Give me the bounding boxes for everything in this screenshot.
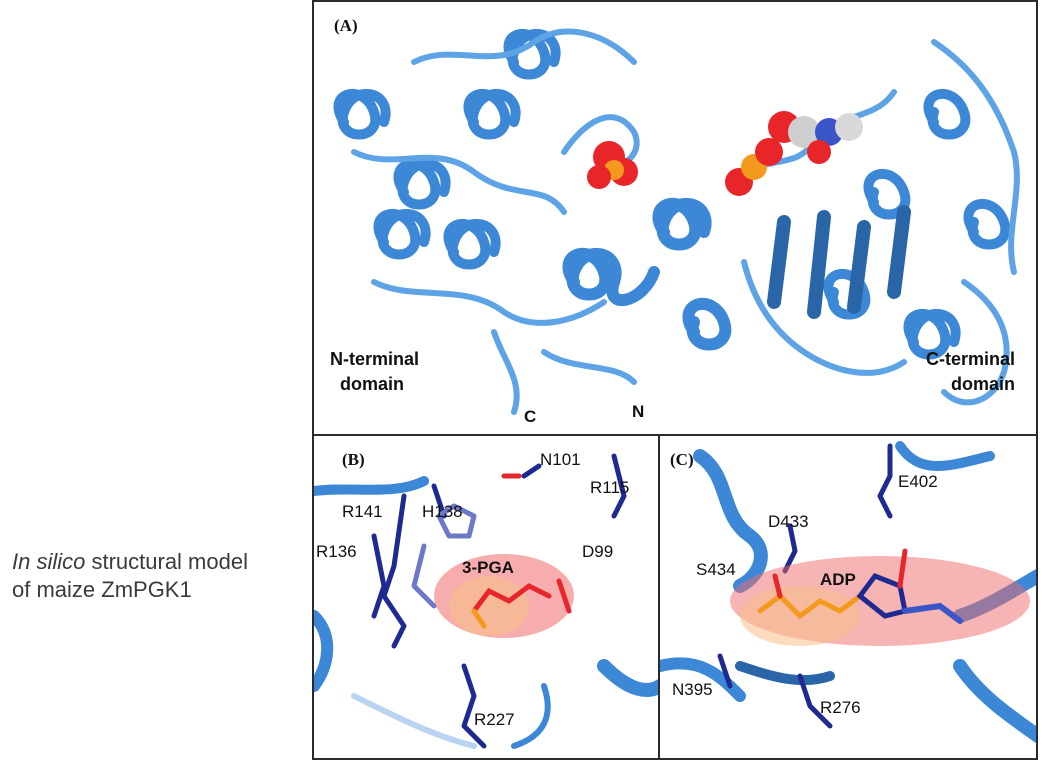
caption-text-1: structural model [85, 549, 248, 574]
residue-d433: D433 [768, 512, 809, 531]
ligand-adp-label: ADP [820, 570, 856, 589]
adp-ligand-spheres [725, 111, 863, 196]
panel-c: (C) E402 D433 S434 ADP N395 R276 [658, 434, 1038, 760]
figure-caption: In silico structural model of maize ZmPG… [12, 548, 248, 604]
residue-h138: H138 [422, 502, 463, 521]
pga-ligand-spheres [587, 141, 638, 189]
residue-e402: E402 [898, 472, 938, 491]
n-terminal-line1: N-terminal [330, 349, 420, 369]
c-terminal-line2: domain [951, 374, 1016, 394]
ligand-3pga-label: 3-PGA [462, 558, 514, 577]
n-terminal-domain-label: N-terminal domain [330, 347, 419, 397]
residue-n395: N395 [672, 680, 713, 699]
n-terminal-line2: domain [340, 374, 405, 394]
panel-b: (B) N101 R115 R141 H138 R136 D99 3-PGA R… [312, 434, 660, 760]
residue-s434: S434 [696, 560, 736, 579]
residue-r136: R136 [316, 542, 357, 561]
panel-c-label: (C) [670, 450, 694, 469]
residue-r115: R115 [590, 478, 630, 497]
caption-italic: In silico [12, 549, 86, 574]
panel-b-image [314, 453, 658, 749]
panel-a: (A) N-terminal domain C-terminal domain … [312, 0, 1038, 436]
panel-c-image [660, 441, 1036, 743]
residue-d99: D99 [582, 542, 614, 561]
residue-r276: R276 [820, 698, 861, 717]
residue-r227: R227 [474, 710, 515, 729]
panel-a-label: (A) [334, 16, 358, 35]
panel-b-label: (B) [342, 450, 365, 469]
residue-n101: N101 [540, 450, 581, 469]
c-terminal-line1: C-terminal [926, 349, 1016, 369]
caption-text-2: of maize ZmPGK1 [12, 577, 192, 602]
residue-r141: R141 [342, 502, 383, 521]
c-terminal-domain-label: C-terminal domain [926, 347, 1015, 397]
c-terminus-label: C [524, 407, 537, 426]
protein-ribbon-image [333, 28, 1020, 415]
protein-figure: (A) N-terminal domain C-terminal domain … [312, 0, 1042, 760]
n-terminus-label: N [632, 402, 645, 421]
